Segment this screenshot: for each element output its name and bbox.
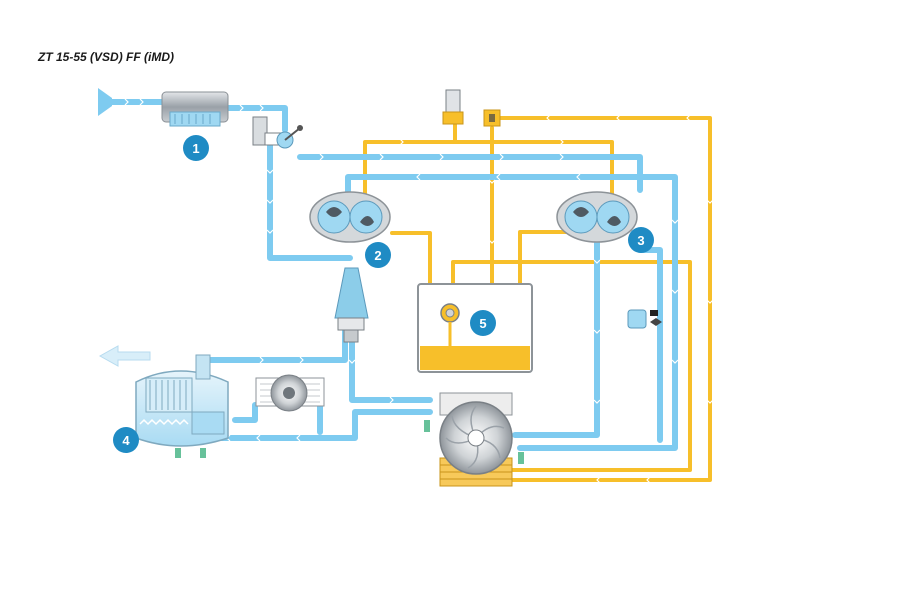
oil-cooler-fan xyxy=(439,392,513,487)
badge-5: 5 xyxy=(470,310,496,336)
air-line-stage3-drop xyxy=(637,247,663,443)
oil-line-stage2 xyxy=(390,231,432,294)
air-line-stage3-out xyxy=(512,209,600,438)
badge-4: 4 xyxy=(113,427,139,453)
air-lines xyxy=(107,99,678,451)
oil-line-top-return xyxy=(490,116,712,482)
svg-text:3: 3 xyxy=(637,233,644,248)
oil-flow-arrows xyxy=(399,114,714,484)
badge-2: 2 xyxy=(365,242,391,268)
badge-3: 3 xyxy=(628,227,654,253)
cooling-valve-right xyxy=(627,309,662,329)
air-line-dryer-return xyxy=(207,317,348,363)
air-intake-horn xyxy=(98,88,112,116)
rotary-drum-dryer xyxy=(135,354,229,458)
oil-line-stage3 xyxy=(518,230,572,294)
compressed-air-outlet-arrow xyxy=(98,345,151,367)
air-filter xyxy=(161,91,229,127)
svg-text:4: 4 xyxy=(122,433,130,448)
diagram-title: ZT 15-55 (VSD) FF (iMD) xyxy=(38,50,175,64)
compressor-stage-high-pressure xyxy=(556,191,638,243)
inlet-throttle-valve xyxy=(252,116,303,149)
svg-text:5: 5 xyxy=(479,316,486,331)
pulsation-damper xyxy=(334,267,369,343)
air-flow-arrows xyxy=(124,98,679,442)
oil-line-cooler-loop xyxy=(451,260,692,472)
air-line-pulsation-down xyxy=(349,337,433,403)
compressor-stage-low-pressure xyxy=(309,191,391,243)
oil-line-gear-branch-b xyxy=(453,140,614,214)
oil-line-gear-branch-a xyxy=(363,120,457,214)
oil-lines xyxy=(363,116,712,482)
air-line-interstage xyxy=(345,174,678,451)
condensate-drains xyxy=(424,420,524,464)
svg-text:2: 2 xyxy=(374,248,381,263)
intercooler xyxy=(255,374,325,412)
oil-pressure-valve xyxy=(442,89,501,127)
badge-1: 1 xyxy=(183,135,209,161)
air-line-dryer-to-aftercooler xyxy=(232,402,258,423)
air-line-filter-out xyxy=(225,105,288,133)
svg-text:1: 1 xyxy=(192,141,199,156)
air-line-cooler-to-dryer xyxy=(207,409,433,441)
air-line-inlet-down xyxy=(267,137,353,261)
